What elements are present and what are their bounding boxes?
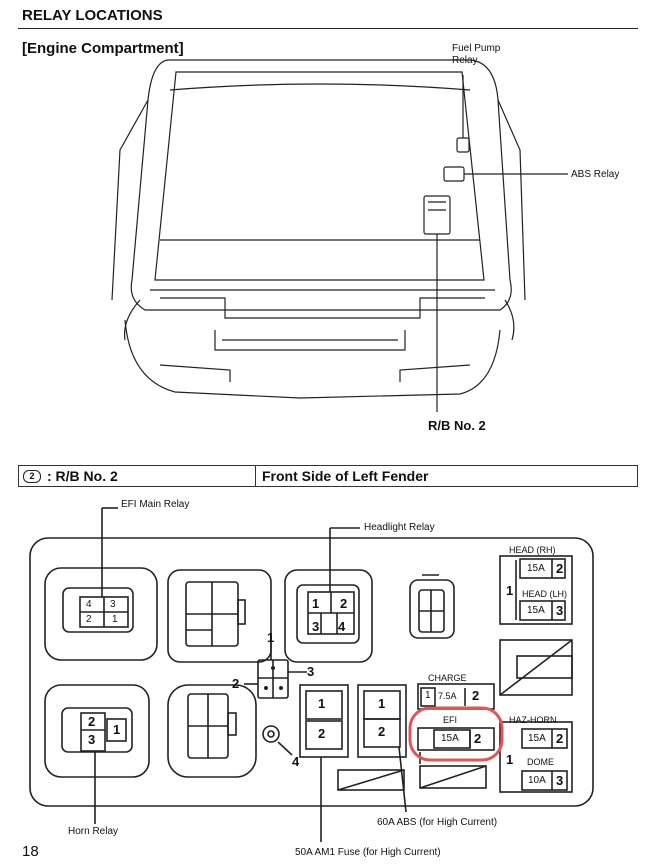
- am1-fuse-label: 50A AM1 Fuse (for High Current): [295, 847, 441, 858]
- fuel-pump-relay-label-2: Relay: [452, 55, 478, 66]
- headlight-pin: 4: [338, 619, 346, 634]
- location-description: Front Side of Left Fender: [262, 468, 429, 484]
- fuel-pump-relay-label-1: Fuel Pump: [452, 43, 501, 54]
- efi-fuse-pin: 2: [474, 731, 482, 746]
- horn-relay-label: Horn Relay: [68, 826, 119, 837]
- horn-pin: 2: [88, 714, 96, 729]
- haz-common-pin: 1: [506, 752, 514, 767]
- horn-relay-housing: [44, 684, 150, 778]
- page-title: RELAY LOCATIONS: [22, 7, 163, 24]
- location-id-cell: 2 : R/B No. 2: [19, 466, 256, 486]
- connector-pin: 2: [232, 676, 240, 691]
- charge-amp: 7.5A: [438, 691, 457, 701]
- dome-amp: 10A: [528, 775, 546, 786]
- engine-compartment-drawing: [111, 59, 568, 412]
- haz-dome-fuse-group: [499, 721, 573, 793]
- efi-fuse-amp: 15A: [441, 733, 459, 744]
- am1-fuse-pin: 1: [318, 696, 326, 711]
- connector-pin: 3: [307, 664, 315, 679]
- abs-relay-label: ABS Relay: [571, 169, 620, 180]
- headlight-relay-label: Headlight Relay: [364, 522, 435, 533]
- page-number: 18: [22, 843, 39, 860]
- abs-fuse-pin: 1: [378, 696, 386, 711]
- headlight-pin: 1: [312, 596, 320, 611]
- charge-pin-left: 1: [425, 690, 431, 701]
- headlight-pin: 2: [340, 596, 348, 611]
- headlight-pin: 3: [312, 619, 320, 634]
- efi-pin: 3: [110, 599, 116, 610]
- ground-terminal: [262, 725, 280, 743]
- head-fuse-group: [499, 555, 573, 625]
- location-name: : R/B No. 2: [47, 468, 118, 484]
- head-lh-amp: 15A: [527, 605, 545, 616]
- head-lh-pin: 3: [556, 603, 564, 618]
- headlight-relay-housing: [284, 569, 373, 663]
- charge-pin-right: 2: [472, 688, 480, 703]
- location-number-badge: 2: [23, 469, 41, 483]
- relay-slot-4-housing: [409, 579, 455, 639]
- relay-slot-2-housing: [167, 569, 272, 663]
- dome-pin: 3: [556, 773, 564, 788]
- head-rh-amp: 15A: [527, 563, 545, 574]
- haz-horn-pin: 2: [556, 731, 564, 746]
- location-table-row: 2 : R/B No. 2 Front Side of Left Fender: [18, 465, 638, 487]
- head-rh-pin: 2: [556, 561, 564, 576]
- horn-pin: 3: [88, 732, 96, 747]
- charge-label: CHARGE: [428, 673, 467, 683]
- hood-outline: [130, 59, 512, 311]
- head-common-pin: 1: [506, 583, 514, 598]
- horn-pin: 1: [113, 722, 121, 737]
- abs-fuse-label: 60A ABS (for High Current): [377, 817, 498, 828]
- efi-pin: 2: [86, 614, 92, 625]
- dome-label: DOME: [527, 757, 554, 767]
- efi-main-relay-housing: [44, 567, 158, 661]
- abs-fuse-pin: 2: [378, 724, 386, 739]
- am1-fuse-housing: [299, 684, 349, 758]
- efi-main-relay-label: EFI Main Relay: [121, 499, 190, 510]
- relay-block-outline: [29, 537, 594, 807]
- connector-pin: 1: [267, 630, 275, 645]
- title-divider: [18, 28, 638, 29]
- abs-fuse-housing: [357, 684, 407, 758]
- efi-fuse-highlight: [408, 706, 504, 762]
- head-rh-label: HEAD (RH): [509, 545, 556, 555]
- efi-pin: 1: [112, 614, 118, 625]
- am1-fuse-pin: 2: [318, 726, 326, 741]
- connector-pin: 4: [292, 754, 300, 769]
- head-lh-label: HEAD (LH): [522, 589, 568, 599]
- efi-fuse-label: EFI: [443, 715, 458, 725]
- haz-horn-amp: 15A: [528, 733, 546, 744]
- rb-no2-label: R/B No. 2: [428, 418, 486, 433]
- haz-horn-label: HAZ-HORN: [509, 715, 557, 725]
- efi-pin: 4: [86, 599, 92, 610]
- section-title: [Engine Compartment]: [22, 40, 184, 57]
